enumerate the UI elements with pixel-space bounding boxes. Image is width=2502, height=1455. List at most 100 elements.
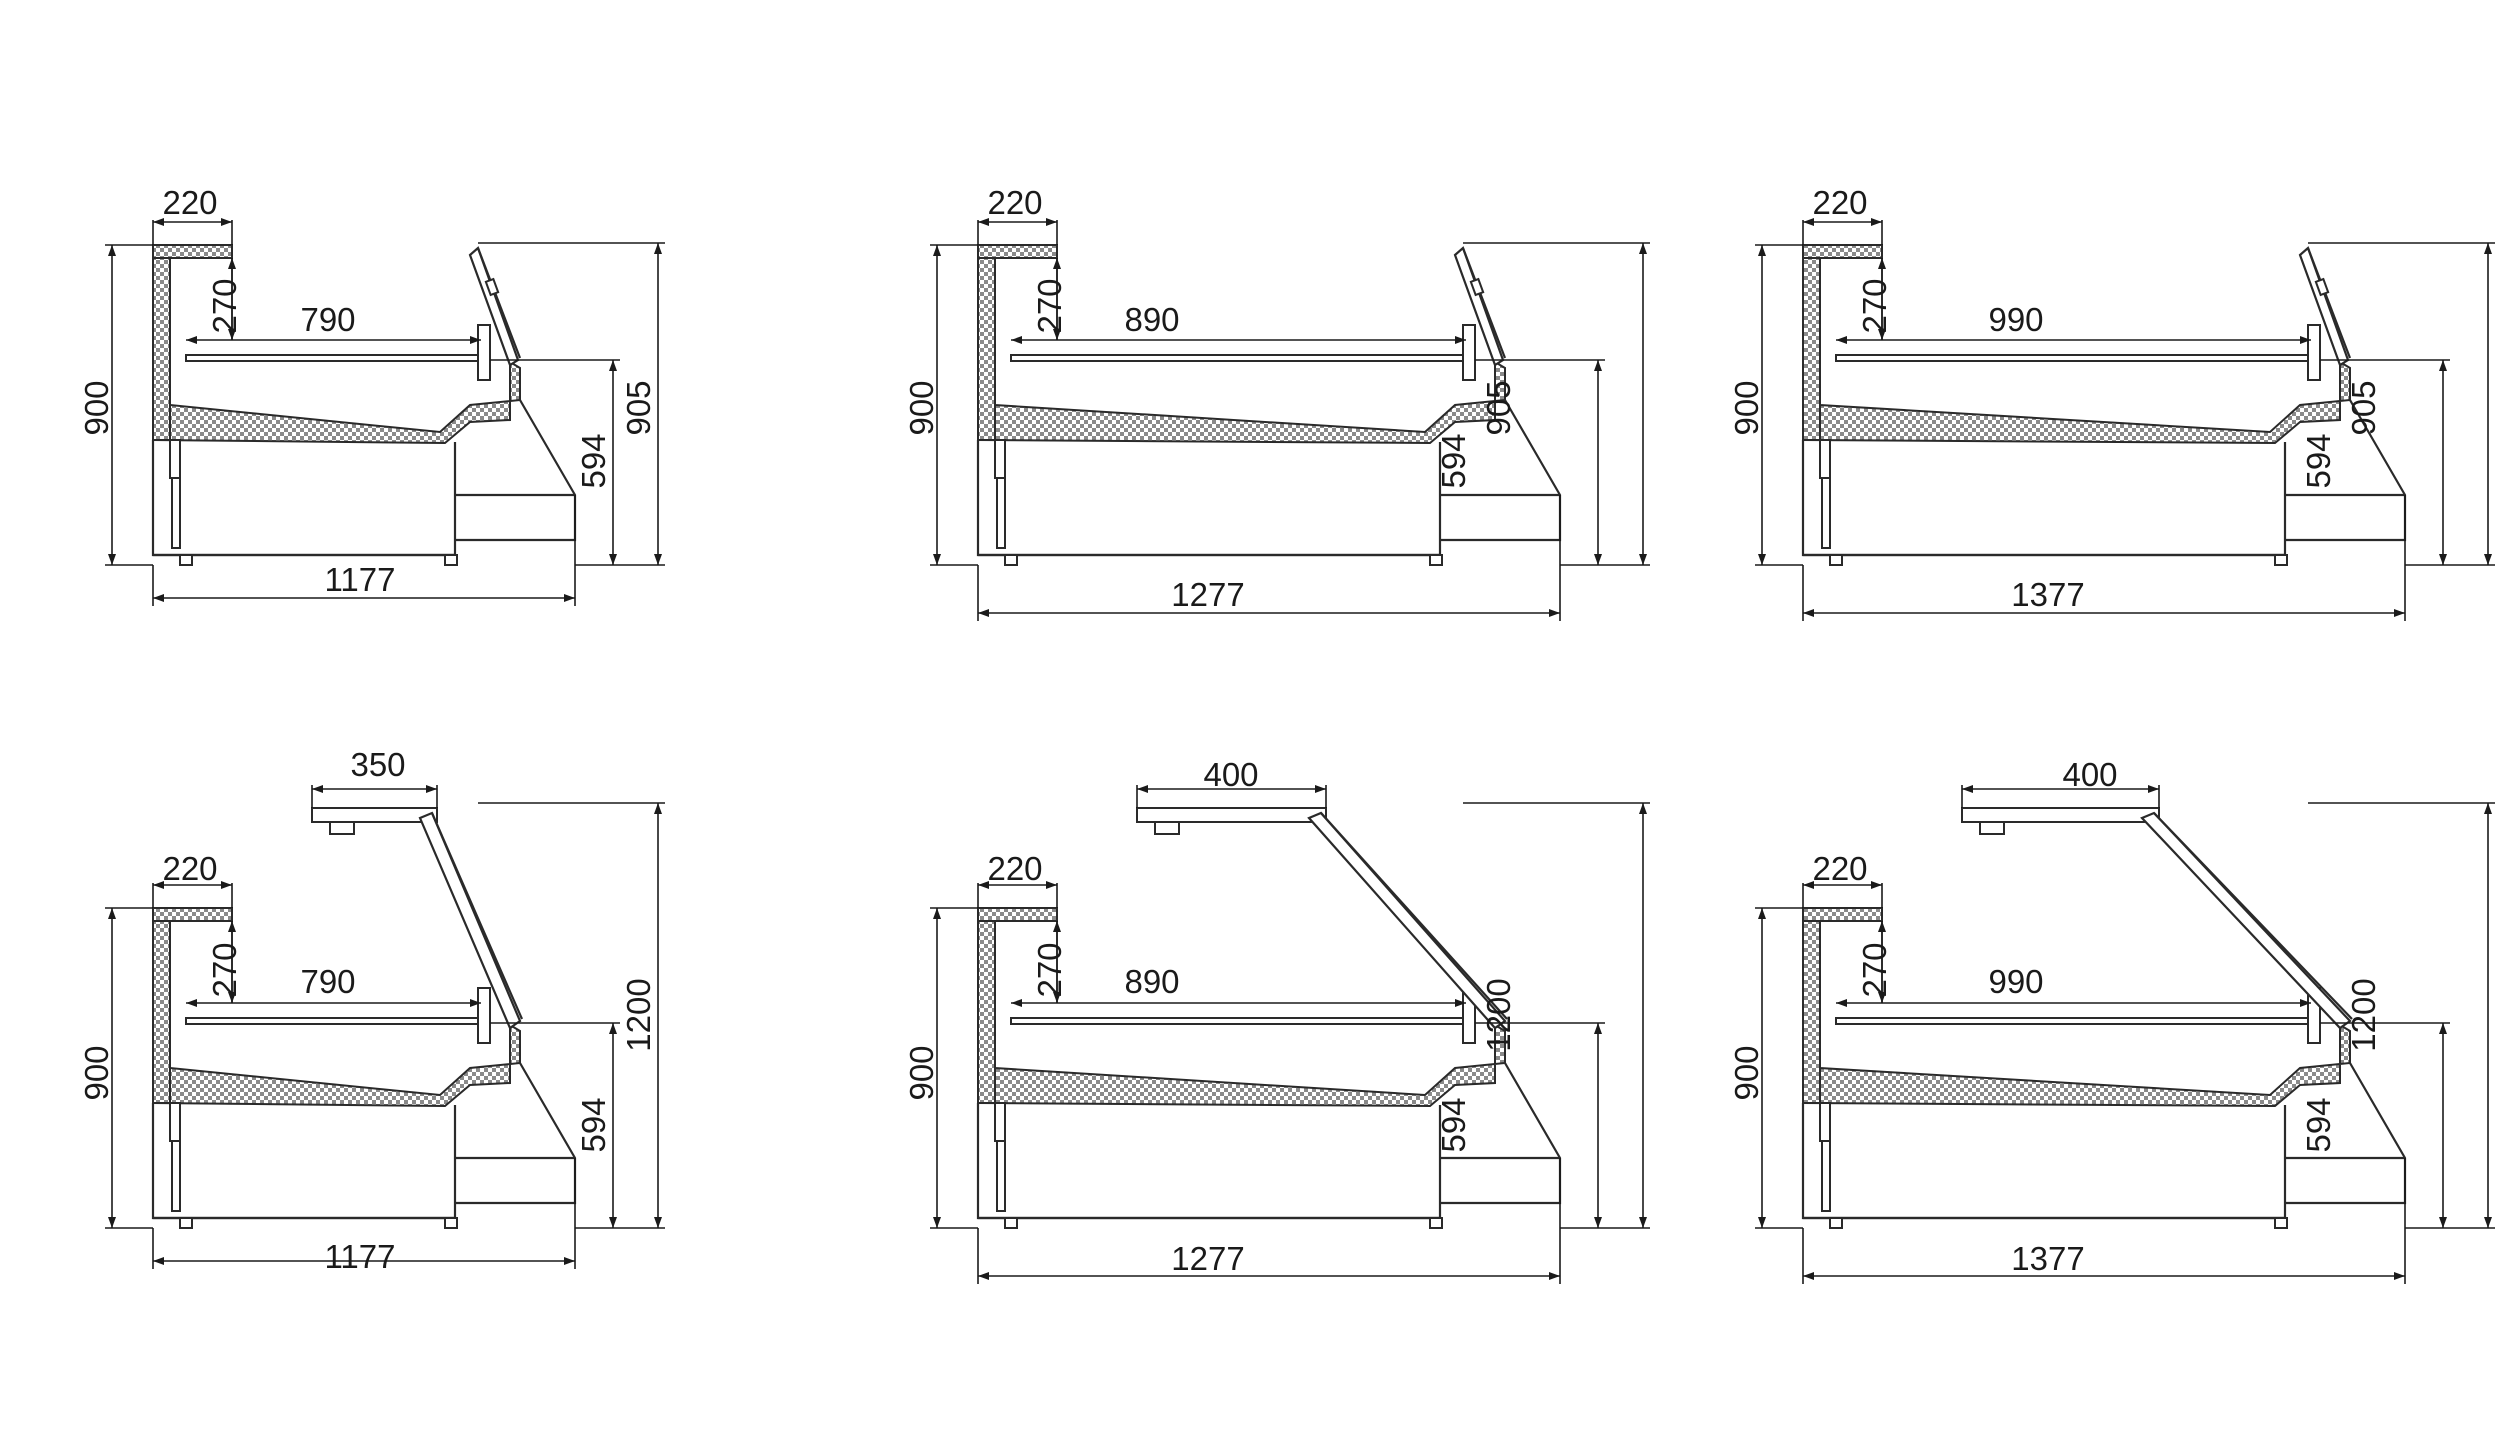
dimension-arrow bbox=[2300, 336, 2311, 344]
base-cabinet bbox=[1801, 440, 2287, 557]
display-shelf bbox=[1010, 354, 1467, 362]
dim-front-height: 594 bbox=[575, 1097, 612, 1152]
dimension-arrow bbox=[1758, 554, 1766, 565]
front-glass bbox=[2140, 811, 2352, 1030]
dim-top-ledge: 220 bbox=[162, 850, 217, 887]
dimension-arrow bbox=[153, 594, 164, 602]
dimension-arrow bbox=[186, 999, 197, 1007]
dim-ledge-drop: 270 bbox=[1856, 942, 1893, 997]
dimension-arrow bbox=[108, 1217, 116, 1228]
dimension-arrow bbox=[1053, 258, 1061, 269]
dimension-labels: 350 220 790 1177 270 900 594 1200 bbox=[78, 746, 657, 1275]
base-cabinet bbox=[976, 1103, 1442, 1220]
dimension-arrow bbox=[221, 218, 232, 226]
base-cabinet bbox=[151, 440, 457, 557]
dimension-arrow bbox=[978, 881, 989, 889]
dimension-arrow bbox=[1871, 881, 1882, 889]
dim-front-height: 594 bbox=[2300, 433, 2337, 488]
dimension-arrow bbox=[108, 908, 116, 919]
back-wall bbox=[977, 907, 996, 1104]
dim-shelf-depth: 790 bbox=[300, 963, 355, 1000]
cabinet-door bbox=[171, 1140, 181, 1212]
shelf-support bbox=[477, 324, 491, 381]
dimension-arrow bbox=[1878, 921, 1886, 932]
dimension-arrow bbox=[1878, 258, 1886, 269]
glass-edge bbox=[1461, 247, 1507, 359]
dimension-arrow bbox=[221, 881, 232, 889]
dim-left-height: 900 bbox=[1728, 380, 1765, 435]
dimension-arrow bbox=[1871, 218, 1882, 226]
case-outline bbox=[930, 218, 1650, 621]
dimension-arrow bbox=[228, 921, 236, 932]
dimension-arrow bbox=[312, 785, 323, 793]
dimension-arrow bbox=[933, 908, 941, 919]
display-case-drawing-1177-high: 350 220 790 1177 270 900 594 1200 bbox=[78, 746, 665, 1275]
dim-shelf-depth: 890 bbox=[1124, 963, 1179, 1000]
back-wall bbox=[1802, 244, 1821, 441]
foot bbox=[1429, 1217, 1443, 1229]
dim-total-height: 1200 bbox=[1480, 978, 1517, 1051]
foot bbox=[1429, 554, 1443, 566]
canopy-light bbox=[1154, 821, 1180, 835]
dim-left-height: 900 bbox=[78, 1045, 115, 1100]
foot bbox=[1004, 1217, 1018, 1229]
display-case-drawing-1377-high: 400 220 990 1377 270 900 594 1200 bbox=[1728, 756, 2495, 1284]
canopy-light bbox=[329, 821, 355, 835]
dimension-arrow bbox=[1455, 999, 1466, 1007]
dim-ledge-drop: 270 bbox=[1031, 278, 1068, 333]
dimension-arrow bbox=[1053, 921, 1061, 932]
dimension-arrow bbox=[1594, 554, 1602, 565]
dim-top-ledge: 220 bbox=[1812, 184, 1867, 221]
dim-shelf-depth: 990 bbox=[1988, 963, 2043, 1000]
dimension-labels: 400 220 890 1277 270 900 594 1200 bbox=[903, 756, 1517, 1277]
dim-top-ledge: 220 bbox=[987, 184, 1042, 221]
display-shelf bbox=[1010, 1017, 1467, 1025]
base-cabinet bbox=[1801, 1103, 2287, 1220]
dimension-arrow bbox=[1803, 1272, 1814, 1280]
dim-left-height: 900 bbox=[903, 1045, 940, 1100]
dimension-arrow bbox=[2394, 609, 2405, 617]
dimension-arrow bbox=[1594, 1217, 1602, 1228]
dim-total-width: 1177 bbox=[325, 1238, 396, 1275]
dimension-arrow bbox=[564, 1257, 575, 1265]
dimension-arrow bbox=[1315, 785, 1326, 793]
dimension-arrow bbox=[1455, 336, 1466, 344]
dimension-arrow bbox=[2484, 243, 2492, 254]
top-ledge bbox=[1802, 244, 1883, 259]
dimension-arrow bbox=[978, 218, 989, 226]
dim-shelf-depth: 790 bbox=[300, 301, 355, 338]
dim-canopy-depth: 400 bbox=[2062, 756, 2117, 793]
dimension-arrow bbox=[2439, 1217, 2447, 1228]
top-ledge bbox=[152, 907, 233, 922]
base-cabinet bbox=[976, 440, 1442, 557]
glass-edge bbox=[1320, 812, 1508, 1020]
dim-ledge-drop: 270 bbox=[206, 942, 243, 997]
front-glass bbox=[1307, 811, 1507, 1030]
dimension-arrow bbox=[1046, 218, 1057, 226]
case-outline bbox=[930, 785, 1650, 1284]
canopy bbox=[1961, 807, 2160, 823]
dimension-arrow bbox=[1803, 218, 1814, 226]
dimension-arrow bbox=[564, 594, 575, 602]
dimension-arrow bbox=[1836, 336, 1847, 344]
display-case-drawing-1277-low: 220 890 1277 270 900 594 905 bbox=[903, 184, 1650, 621]
dimension-arrow bbox=[2300, 999, 2311, 1007]
dim-front-height: 594 bbox=[2300, 1097, 2337, 1152]
foot bbox=[179, 1217, 193, 1229]
dimension-arrow bbox=[654, 803, 662, 814]
foot bbox=[179, 554, 193, 566]
display-shelf bbox=[185, 354, 482, 362]
dim-ledge-drop: 270 bbox=[1856, 278, 1893, 333]
dimension-arrow bbox=[1962, 785, 1973, 793]
dimension-arrow bbox=[978, 1272, 989, 1280]
dimension-arrow bbox=[654, 1217, 662, 1228]
dimension-arrow bbox=[654, 243, 662, 254]
display-case-drawing-1177-low: 220 790 1177 270 900 594 905 bbox=[78, 184, 665, 606]
dimension-arrow bbox=[1758, 245, 1766, 256]
dimension-arrow bbox=[426, 785, 437, 793]
display-shelf bbox=[185, 1017, 482, 1025]
dim-total-height: 905 bbox=[620, 380, 657, 435]
back-wall bbox=[977, 244, 996, 441]
cabinet-handle bbox=[169, 1102, 181, 1142]
dimension-arrow bbox=[470, 336, 481, 344]
